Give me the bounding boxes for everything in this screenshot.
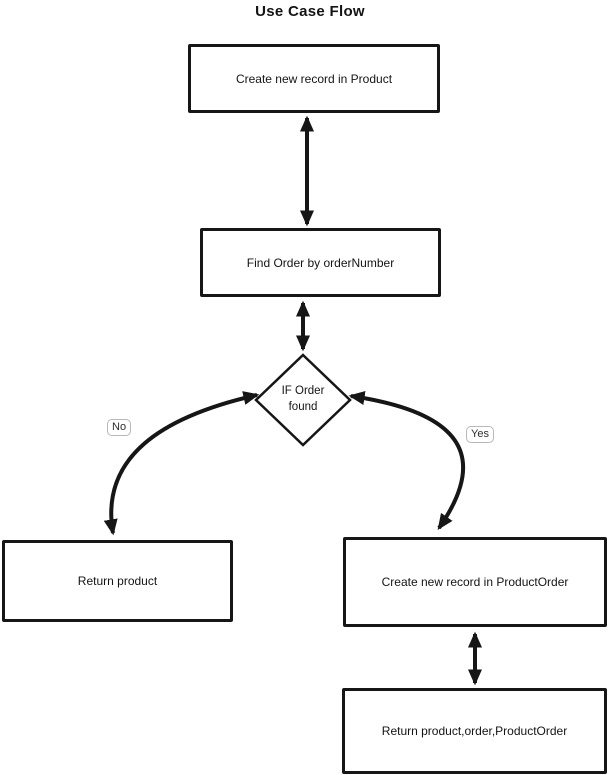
node-return-product-label: Return product xyxy=(77,574,158,588)
decision-diamond xyxy=(254,353,352,447)
node-decision-label: IF Order found xyxy=(281,385,325,413)
node-return-product: Return product xyxy=(2,540,233,622)
edge-label-no: No xyxy=(107,419,132,436)
diagram-title: Use Case Flow xyxy=(255,3,365,20)
node-find-order: Find Order by orderNumber xyxy=(200,228,441,297)
edge-no-curve xyxy=(103,391,260,536)
edge-label-yes: Yes xyxy=(466,426,494,443)
node-create-product-order: Create new record in ProductOrder xyxy=(343,537,607,627)
node-create-product-label: Create new record in Product xyxy=(235,71,393,86)
node-return-all: Return product,order,ProductOrder xyxy=(342,688,607,774)
node-create-product: Create new record in Product xyxy=(188,44,440,113)
node-return-all-label: Return product,order,ProductOrder xyxy=(381,724,568,738)
node-find-order-label: Find Order by orderNumber xyxy=(246,255,395,270)
node-create-product-order-label: Create new record in ProductOrder xyxy=(381,575,569,589)
edge-yes-curve xyxy=(348,391,466,530)
